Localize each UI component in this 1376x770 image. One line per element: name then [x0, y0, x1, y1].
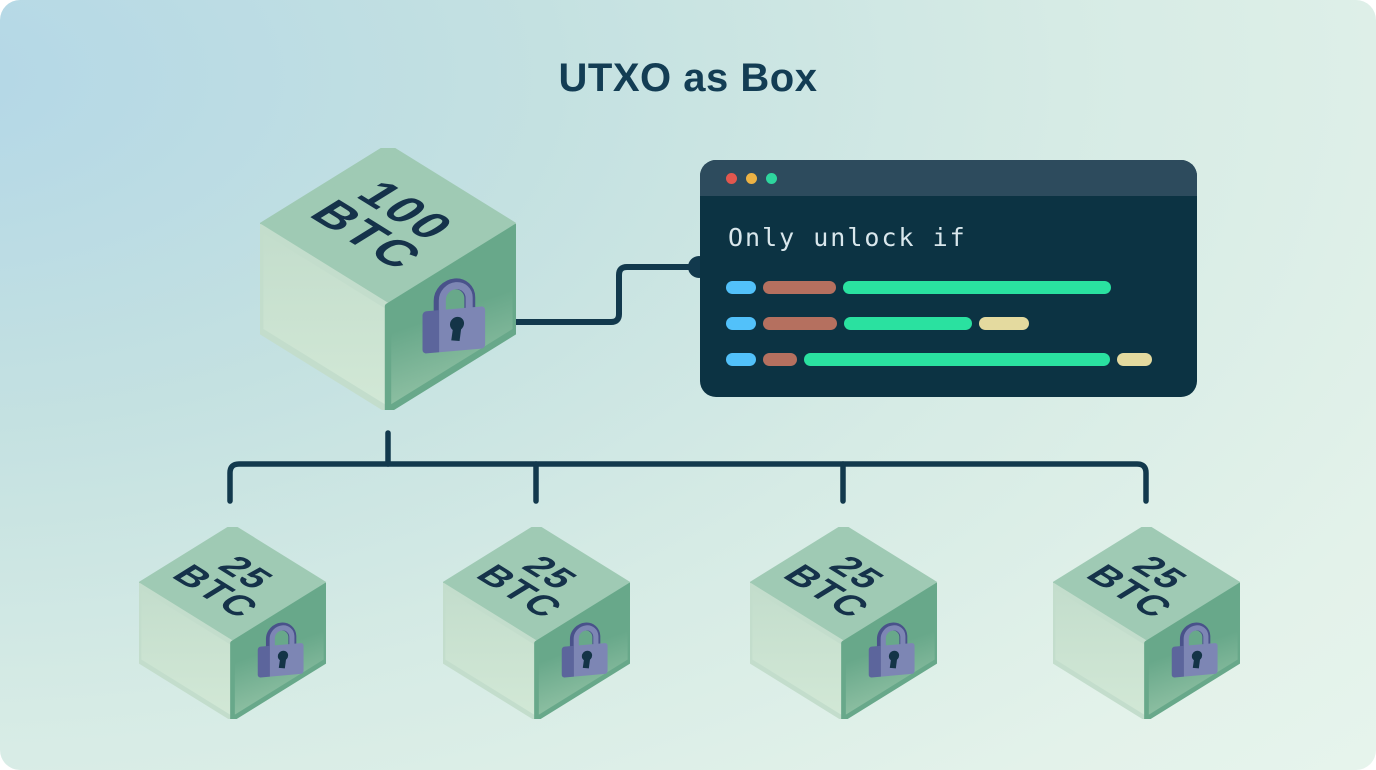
- green-token-pill: [804, 353, 1110, 366]
- close-dot: [726, 172, 737, 184]
- cube-graphic: 25 BTC: [440, 524, 633, 722]
- sand-token-pill: [979, 317, 1029, 330]
- terminal-titlebar: [700, 160, 1197, 196]
- lock-icon: [868, 622, 915, 678]
- rust-token-pill: [763, 317, 837, 330]
- minimize-dot: [746, 172, 757, 184]
- split-bracket-line: [227, 461, 1149, 504]
- sand-token-pill: [1117, 353, 1152, 366]
- code-line-2: [726, 317, 1152, 330]
- blue-token-pill: [726, 281, 756, 294]
- cube-graphic: 100 BTC: [256, 144, 520, 414]
- page-title: UTXO as Box: [558, 56, 818, 100]
- lock-icon: [422, 278, 486, 354]
- unlock-script-window: Only unlock if: [700, 160, 1197, 397]
- utxo-box-child-2: 25 BTC: [440, 524, 633, 724]
- code-line-1: [726, 281, 1152, 294]
- lock-to-script-line: [463, 264, 703, 325]
- cube-graphic: 25 BTC: [1049, 524, 1243, 722]
- code-line-3: [726, 353, 1152, 366]
- blue-token-pill: [726, 317, 756, 330]
- rust-token-pill: [763, 353, 797, 366]
- utxo-box-child-3: 25 BTC: [746, 524, 940, 724]
- lock-icon: [1171, 622, 1218, 678]
- rust-token-pill: [763, 281, 836, 294]
- blue-token-pill: [726, 353, 756, 366]
- utxo-box-child-4: 25 BTC: [1049, 524, 1243, 724]
- green-token-pill: [844, 317, 972, 330]
- utxo-box-child-1: 25 BTC: [135, 524, 329, 724]
- terminal-heading: Only unlock if: [728, 223, 967, 252]
- cube-graphic: 25 BTC: [135, 524, 329, 722]
- code-lines: [726, 281, 1152, 366]
- zoom-dot: [766, 172, 777, 184]
- lock-icon: [257, 622, 304, 678]
- utxo-box-parent-100btc: 100 BTC: [256, 144, 520, 415]
- lock-icon: [561, 622, 608, 678]
- cube-graphic: 25 BTC: [746, 524, 940, 722]
- green-token-pill: [843, 281, 1111, 294]
